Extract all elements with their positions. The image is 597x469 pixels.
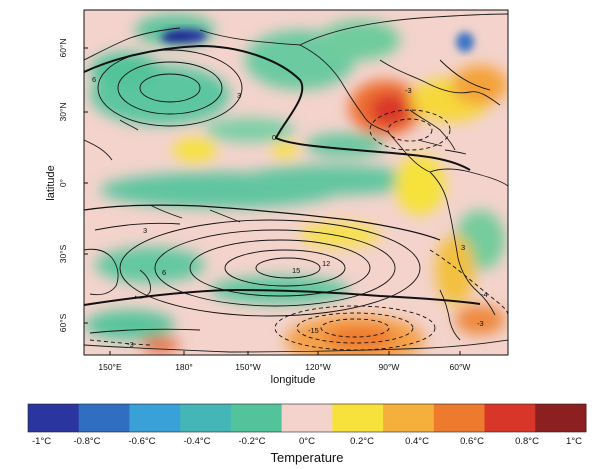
contour-label: -15 [308, 326, 319, 335]
temperature-anomaly-field: 6 3 0 -3 3 6 15 12 -15 -3 -4 3 -3 [84, 13, 508, 355]
colorbar-tick-labels: -1°C -0.8°C -0.6°C -0.4°C -0.2°C 0°C 0.2°C 0.4°… [32, 436, 582, 447]
colorbar-tick-label: 0°C [299, 436, 315, 447]
colorbar-tick-label: -0.4°C [183, 436, 210, 447]
colorbar-cell [28, 404, 80, 432]
colorbar: -1°C -0.8°C -0.6°C -0.4°C -0.2°C 0°C 0.2°C 0.4°… [27, 403, 587, 465]
y-tick-label: 60°S [58, 313, 68, 332]
colorbar-cell [129, 404, 181, 432]
colorbar-title: Temperature [271, 450, 344, 465]
contour-label: -3 [405, 86, 412, 95]
x-tick-label: 120°W [305, 362, 331, 372]
x-tick-label: 150°W [235, 362, 261, 372]
colorbar-cell [78, 404, 130, 432]
x-axis-label: longitude [271, 374, 316, 386]
contour-label: -3 [127, 340, 134, 349]
y-tick-label: 60°N [58, 39, 68, 58]
x-axis: 150°E 180° 150°W 120°W 90°W 60°W longitu… [98, 351, 470, 386]
y-tick-label: 30°N [58, 103, 68, 122]
colorbar-cell [180, 404, 232, 432]
colorbar-tick-label: -0.6°C [128, 436, 155, 447]
colorbar-cell [383, 404, 435, 432]
colorbar-cell [230, 404, 283, 432]
colorbar-cell [332, 404, 384, 432]
contour-label-group: 6 3 0 -3 3 6 15 12 -15 -3 -4 3 -3 [92, 75, 488, 349]
x-tick-label: 150°E [98, 362, 122, 372]
y-tick-label: 30°S [58, 244, 68, 263]
colorbar-tick-label: -1°C [32, 436, 51, 447]
y-axis-label: latitude [45, 165, 57, 200]
colorbar-tick-label: 0.6°C [460, 436, 484, 447]
colorbar-cell [535, 404, 587, 432]
coastlines [84, 13, 508, 353]
y-axis: 60°N 30°N 0° 30°S 60°S latitude [45, 39, 88, 332]
contour-label: 3 [237, 91, 241, 100]
colorbar-tick-label: -0.2°C [238, 436, 265, 447]
contour-label: 15 [292, 266, 300, 275]
colorbar-tick-label: 0.2°C [350, 436, 374, 447]
contour-label: 12 [322, 259, 330, 268]
colorbar-tick-label: 0.8°C [515, 436, 539, 447]
contour-label: 3 [461, 243, 465, 252]
colorbar-tick-label: -0.8°C [73, 436, 100, 447]
x-tick-label: 180° [175, 362, 193, 372]
contour-label: 3 [143, 226, 147, 235]
colorbar-frame [27, 403, 587, 433]
y-tick-label: 0° [58, 179, 68, 187]
contour-label: 6 [92, 75, 96, 84]
x-tick-label: 90°W [379, 362, 400, 372]
colorbar-cell [433, 404, 486, 432]
colorbar-cells [28, 404, 587, 432]
colorbar-cell [281, 404, 333, 432]
contour-label: -3 [477, 319, 484, 328]
colorbar-tick-label: 0.4°C [405, 436, 429, 447]
colorbar-tick-label: 1°C [566, 436, 582, 447]
contour-label: 0 [272, 133, 276, 142]
contour-label: 6 [162, 268, 166, 277]
colorbar-cell [484, 404, 536, 432]
contours [84, 44, 508, 351]
contour-label: -4 [481, 290, 488, 299]
x-tick-label: 60°W [450, 362, 471, 372]
